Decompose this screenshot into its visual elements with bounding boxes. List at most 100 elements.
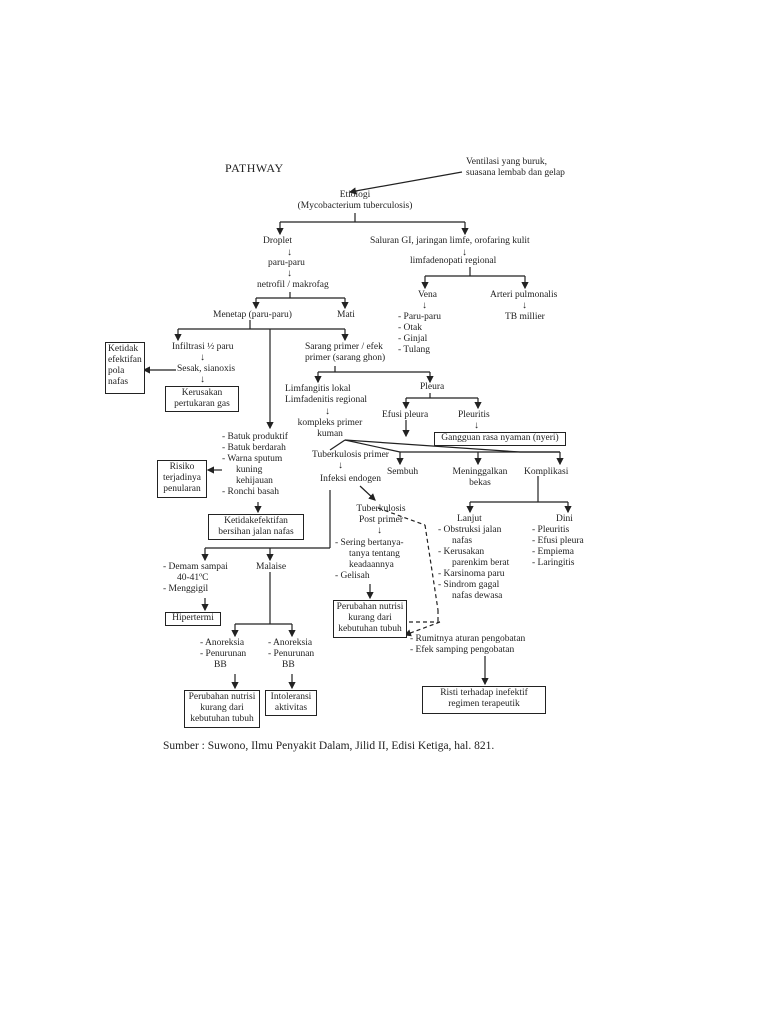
box-line: efektifan	[108, 355, 142, 365]
node-malaise: Malaise	[256, 562, 287, 572]
node-line: kuman	[317, 429, 343, 439]
box-line: nafas	[108, 377, 129, 387]
node-pleura: Pleura	[420, 382, 445, 392]
anoreksia-item: BB	[282, 660, 295, 670]
down-arrow-icon: ↓	[287, 247, 292, 258]
box-hipertermi: Hipertermi	[165, 612, 221, 626]
lanjut-list: Obstruksi jalan nafas Kerusakan parenkim…	[438, 525, 510, 602]
node-line: bekas	[469, 478, 491, 488]
down-arrow-icon: ↓	[200, 374, 205, 385]
vena-list-item: Otak	[398, 323, 441, 334]
box-line: bersihan jalan nafas	[218, 527, 294, 537]
node-efusi: Efusi pleura	[382, 410, 429, 420]
node-sarang: Sarang primer / efek primer (sarang ghon…	[305, 342, 385, 364]
box-line: Ketidak	[108, 344, 139, 354]
node-tb-post-primer: Tuberkulosis Post primer	[350, 504, 412, 526]
batuk-list-item: Batuk berdarah	[222, 443, 288, 454]
batuk-list: Batuk produktif Batuk berdarah Warna spu…	[222, 432, 288, 498]
box-line: aktivitas	[274, 703, 308, 713]
box-line: kurang dari	[200, 703, 244, 713]
batuk-list-item: Batuk produktif	[222, 432, 288, 443]
vena-list-item: Tulang	[398, 345, 441, 356]
dini-list-item: Pleuritis	[532, 525, 584, 536]
page-title: PATHWAY	[225, 161, 284, 175]
source-citation: Sumber : Suwono, Ilmu Penyakit Dalam, Ji…	[163, 740, 495, 752]
down-arrow-icon: ↓	[325, 406, 330, 417]
box-line: kebutuhan tubuh	[190, 714, 254, 724]
down-arrow-icon: ↓	[522, 300, 527, 311]
lanjut-list-item: Karsinoma paru	[438, 569, 509, 580]
box-line: Intoleransi	[270, 692, 312, 702]
node-line: Limfadenitis regional	[285, 395, 368, 405]
node-sesak: Sesak, sianoxis	[177, 364, 236, 374]
demam-list-item: Menggigil	[163, 584, 228, 595]
box-kerusakan-pertukaran-gas: Kerusakan pertukaran gas	[165, 386, 239, 412]
lanjut-list-item: Sindrom gagal	[438, 580, 509, 591]
batuk-list-item: Warna sputum	[222, 454, 288, 465]
down-arrow-icon: ↓	[200, 352, 205, 363]
anoreksia-list-1: Anoreksia Penurunan BB	[200, 638, 246, 671]
post-list-item: Sering bertanya-	[335, 538, 404, 549]
box-line: penularan	[163, 484, 201, 494]
node-pleuritis: Pleuritis	[458, 410, 490, 420]
post-list-item: keadaannya	[349, 560, 394, 570]
node-line: Sarang primer / efek	[305, 342, 383, 352]
vena-list-item: Paru-paru	[398, 312, 441, 323]
node-line: kompleks primer	[297, 418, 363, 428]
node-etiologi: Etiologi (Mycobacterium tuberculosis)	[290, 190, 420, 212]
node-paru: paru-paru	[268, 258, 305, 268]
box-line: Perubahan nutrisi	[188, 692, 256, 702]
node-sembuh: Sembuh	[387, 467, 419, 477]
rumitnya-list: Rumitnya aturan pengobatan Efek samping …	[410, 634, 526, 656]
box-ketidak-efektifan-pola-nafas: Ketidak efektifan pola nafas	[105, 342, 145, 394]
box-line: Ketidakefektifan	[224, 516, 288, 526]
post-list-item: Gelisah	[335, 571, 404, 582]
post-primer-list: Sering bertanya- tanya tentang keadaanny…	[335, 538, 404, 582]
box-ketidakefektifan-bersihan: Ketidakefektifan bersihan jalan nafas	[208, 514, 304, 540]
dini-list-item: Empiema	[532, 547, 584, 558]
box-risiko-penularan: Risiko terjadinya penularan	[157, 460, 207, 498]
demam-list: Demam sampai 40-41ºC Menggigil	[163, 562, 228, 595]
batuk-list-item: kehijauan	[236, 476, 273, 486]
node-limfangitis: Limfangitis lokal Limfadenitis regional	[285, 384, 367, 406]
box-risti-regimen: Risti terhadap inefektif regimen terapeu…	[422, 686, 546, 714]
node-saluran: Saluran GI, jaringan limfe, orofaring ku…	[370, 236, 530, 246]
box-perubahan-nutrisi-malaise: Perubahan nutrisi kurang dari kebutuhan …	[184, 690, 260, 728]
node-meninggalkan: Meninggalkan bekas	[448, 467, 512, 489]
node-mati: Mati	[337, 310, 355, 320]
node-ventilasi-line1: Ventilasi yang buruk,	[466, 157, 548, 167]
dini-list: Pleuritis Efusi pleura Empiema Laringiti…	[532, 525, 584, 569]
node-ventilasi: Ventilasi yang buruk, suasana lembab dan…	[466, 157, 565, 179]
box-line: Perubahan nutrisi	[336, 602, 404, 612]
node-komplikasi: Komplikasi	[524, 467, 569, 477]
dini-list-item: Efusi pleura	[532, 536, 584, 547]
node-infeksi-endogen: Infeksi endogen	[320, 474, 381, 484]
rumitnya-list-item: Rumitnya aturan pengobatan	[410, 634, 526, 645]
node-etiologi-line2: (Mycobacterium tuberculosis)	[297, 201, 413, 211]
box-intoleransi-aktivitas: Intoleransi aktivitas	[265, 690, 317, 716]
node-tb-millier: TB millier	[505, 312, 545, 322]
box-perubahan-nutrisi-post: Perubahan nutrisi kurang dari kebutuhan …	[333, 600, 407, 638]
rumitnya-list-item: Efek samping pengobatan	[410, 645, 525, 656]
down-arrow-icon: ↓	[338, 460, 343, 471]
node-droplet: Droplet	[263, 236, 293, 246]
box-line: kurang dari	[348, 613, 392, 623]
anoreksia-item: Anoreksia	[200, 638, 246, 649]
lanjut-list-item: parenkim berat	[452, 558, 510, 568]
node-menetap: Menetap (paru-paru)	[213, 310, 292, 320]
node-vena: Vena	[418, 290, 437, 300]
anoreksia-item: BB	[214, 660, 227, 670]
node-line: Tuberkulosis	[356, 504, 406, 514]
node-limfadenopati: limfadenopati regional	[410, 256, 497, 266]
down-arrow-icon: ↓	[377, 525, 382, 536]
box-line: Risti terhadap inefektif	[440, 688, 528, 698]
down-arrow-icon: ↓	[474, 420, 479, 431]
node-line: Post primer	[358, 515, 404, 525]
down-arrow-icon: ↓	[422, 300, 427, 311]
demam-list-item: 40-41ºC	[177, 573, 209, 583]
down-arrow-icon: ↓	[462, 247, 467, 258]
node-etiologi-line1: Etiologi	[339, 190, 371, 200]
node-dini: Dini	[556, 514, 573, 524]
dini-list-item: Laringitis	[532, 558, 584, 569]
